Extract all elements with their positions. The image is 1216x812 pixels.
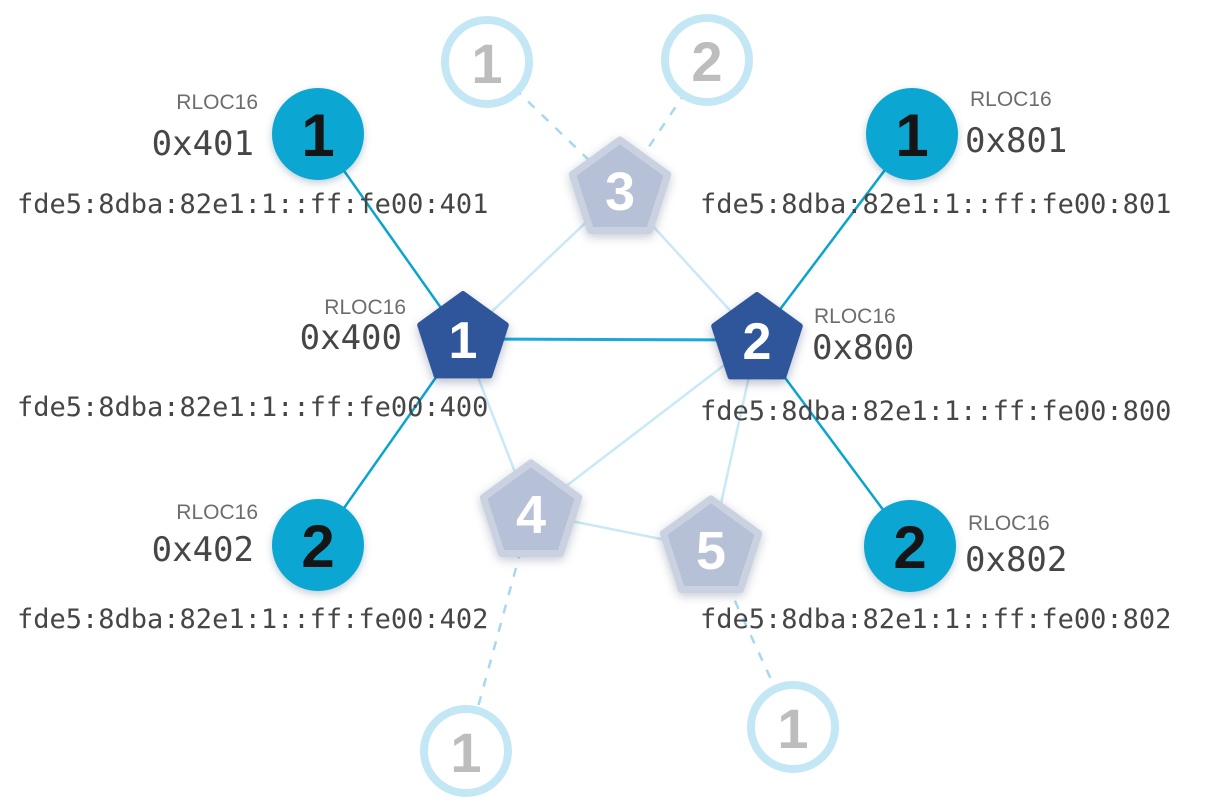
router-pentagon [711,292,803,380]
child-1-left-ipv6-address: fde5:8dba:82e1:1::ff:fe00:401 [17,189,489,220]
ghost-circle [747,681,839,773]
node-router-5[interactable]: 5 [659,495,763,593]
child-1-right-rloc16-label: RLOC16 [970,88,1052,111]
link-router5-ghost-bottom-right [709,548,795,728]
child-circle [864,500,956,592]
child-1-right-rloc16-value: 0x801 [965,121,1068,161]
router-1-rloc16-value: 0x400 [299,318,402,358]
ghost-circle [661,14,753,106]
link-router4-router2 [530,339,758,514]
ghost-circle [420,705,512,797]
node-router-1[interactable]: 1 [417,291,509,379]
child-1-left-rloc16-label: RLOC16 [176,91,258,114]
router-pentagon [479,459,583,557]
link-router1-router2 [462,337,758,342]
ghost-circle [441,16,533,108]
node-ghost-child-bottom-left[interactable]: 1 [420,705,512,797]
child-circle [272,88,364,180]
router-1-ipv6-address: fde5:8dba:82e1:1::ff:fe00:400 [17,392,489,423]
node-number: 2 [743,313,772,371]
router-pentagon [568,136,672,234]
node-number: 4 [516,485,546,545]
child-2-right-ipv6-address: fde5:8dba:82e1:1::ff:fe00:802 [700,604,1172,635]
router-1-rloc16-label: RLOC16 [324,296,406,319]
node-number: 1 [777,697,808,760]
node-child-2-left[interactable]: 2 [272,499,364,591]
child-2-right-rloc16-value: 0x802 [965,540,1068,580]
node-number: 1 [450,721,481,784]
child-1-right-ipv6-address: fde5:8dba:82e1:1::ff:fe00:801 [700,189,1172,220]
child-circle [866,88,958,180]
node-number: 3 [605,162,635,222]
node-number: 2 [691,30,722,93]
node-ghost-child-bottom-right[interactable]: 1 [747,681,839,773]
child-2-right-rloc16-label: RLOC16 [968,512,1050,535]
router-pentagon [417,291,509,379]
child-2-left-rloc16-value: 0x402 [151,530,254,570]
node-ghost-child-top-1[interactable]: 1 [441,16,533,108]
node-router-4[interactable]: 4 [479,459,583,557]
router-2-rloc16-label: RLOC16 [814,305,896,328]
node-number: 2 [301,513,334,580]
router-pentagon [659,495,763,593]
node-child-1-left[interactable]: 1 [272,88,364,180]
node-number: 1 [449,312,478,370]
child-2-left-ipv6-address: fde5:8dba:82e1:1::ff:fe00:402 [17,604,489,635]
router-2-rloc16-value: 0x800 [812,328,915,368]
node-router-3[interactable]: 3 [568,136,672,234]
child-2-left-rloc16-label: RLOC16 [176,501,258,524]
node-ghost-child-top-2[interactable]: 2 [661,14,753,106]
node-number: 2 [893,514,926,581]
node-child-2-right[interactable]: 2 [864,500,956,592]
node-number: 1 [471,32,502,95]
node-number: 1 [895,102,928,169]
router-2-ipv6-address: fde5:8dba:82e1:1::ff:fe00:800 [700,396,1172,427]
node-child-1-right[interactable]: 1 [866,88,958,180]
node-number: 1 [301,102,334,169]
child-1-left-rloc16-value: 0x401 [151,124,254,164]
node-router-2[interactable]: 2 [711,292,803,380]
node-number: 5 [696,521,726,581]
child-circle [272,499,364,591]
